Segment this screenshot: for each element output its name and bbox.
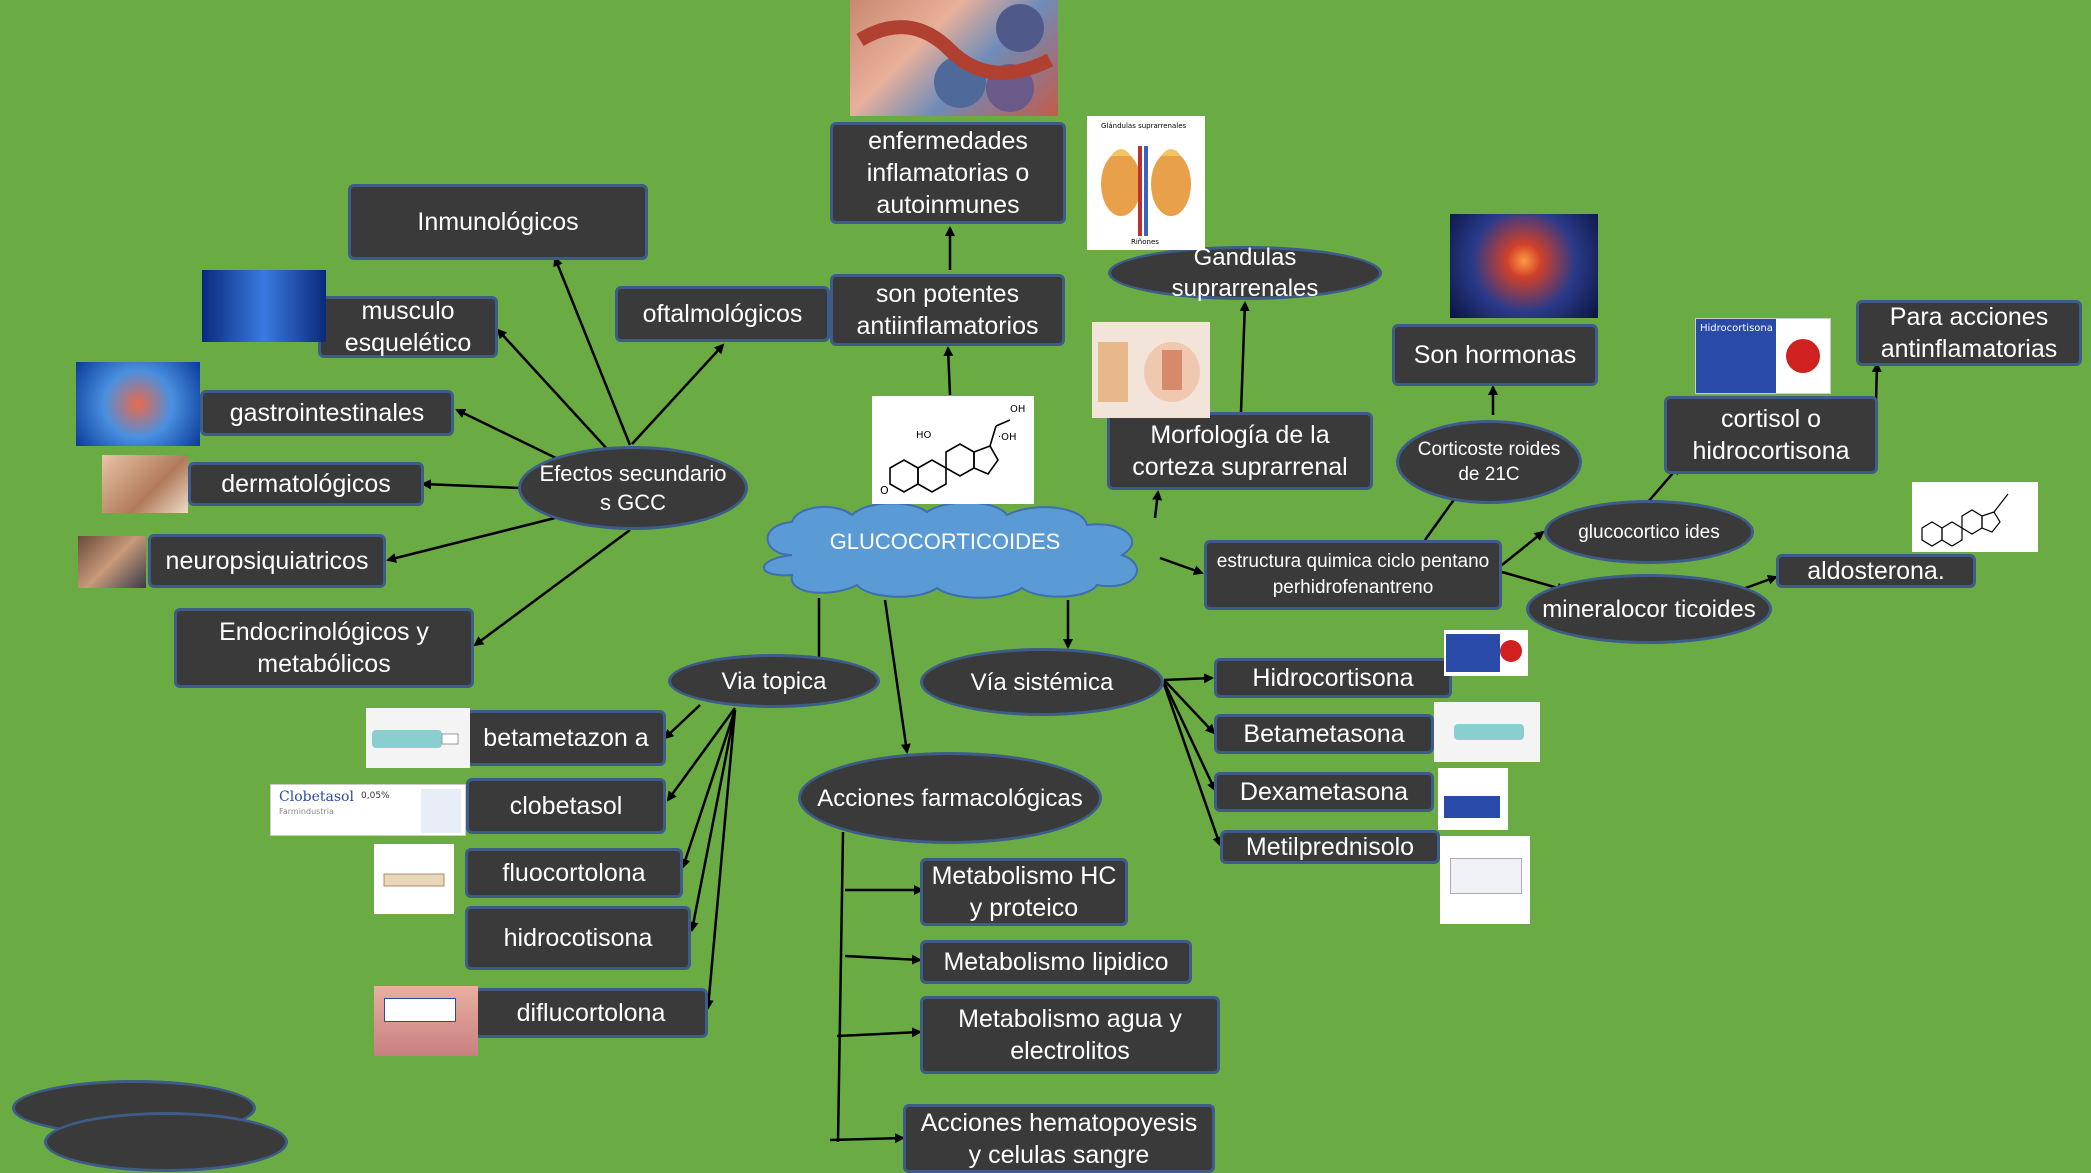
methylprednisolone-box: Metilprednisolo [1220, 830, 1440, 864]
musculoskeletal-image [202, 270, 326, 342]
aldosterone-box: aldosterona. [1776, 554, 1976, 588]
cortisol-box: cortisol o hidrocortisona [1664, 396, 1878, 474]
adrenal-morphology-box: Morfología de la corteza suprarrenal [1107, 412, 1373, 490]
endocrine-box: Endocrinológicos y metabólicos [174, 608, 474, 688]
pharmacologic-actions-oval: Acciones farmacológicas [798, 752, 1102, 844]
topical-route-oval: Via topica [668, 654, 880, 708]
dermatologic-box: dermatológicos [188, 462, 424, 506]
lipid-metabolism-box: Metabolismo lipidico [920, 940, 1192, 984]
clobetasol-image-sub: Farmindustria [279, 807, 334, 816]
central-topic: GLUCOCORTICOIDES [829, 529, 1061, 554]
central-cloud [762, 501, 1138, 599]
betamethasone-systemic-box: Betametasona [1214, 714, 1434, 754]
svg-text:OH: OH [1010, 404, 1025, 415]
glucocorticoids-oval: glucocortico ides [1544, 500, 1754, 564]
ophthalmologic-box: oftalmológicos [615, 286, 830, 342]
neuron-icon [1450, 214, 1598, 318]
inflamed-organs-image [850, 0, 1058, 116]
gastrointestinal-image [76, 362, 200, 446]
immunologic-box: Inmunológicos [348, 184, 648, 260]
medicine-box-icon: Hidrocortisona [1695, 318, 1831, 394]
musculoskeletal-box: musculo esquelético [318, 296, 498, 358]
svg-text:·OH: ·OH [998, 432, 1017, 443]
adrenal-image-caption-bottom: Riñones [1131, 238, 1159, 246]
clobetasol-image-label: Clobetasol [279, 789, 354, 805]
steroid-structure-icon: O HO OH ·OH [872, 396, 1034, 504]
gastrointestinal-box: gastrointestinales [200, 390, 454, 436]
fluocortolone-box: fluocortolona [465, 848, 683, 898]
carb-protein-metabolism-box: Metabolismo HC y proteico [920, 858, 1128, 926]
neuropsychiatric-box: neuropsiquiatricos [148, 534, 386, 588]
clobetasol-box-image: Clobetasol 0,05% Farmindustria [270, 784, 466, 836]
dexamethasone-box: Dexametasona [1214, 772, 1434, 812]
cream-tube-icon [366, 708, 470, 768]
hydrocortisone-topical-box: hidrocotisona [465, 906, 691, 970]
clobetasol-image-pct: 0,05% [361, 791, 390, 801]
adrenal-gland-icon: Glándulas suprarrenales Riñones [1087, 116, 1205, 250]
systemic-route-oval: Vía sistémica [920, 648, 1164, 716]
svg-text:HO: HO [916, 430, 932, 441]
medicine-box-label: Hidrocortisona [1700, 323, 1773, 334]
hormones-box: Son hormonas [1392, 324, 1598, 386]
fluocortolone-image [374, 844, 454, 914]
chemical-structure-box: estructura quimica ciclo pentano perhidr… [1204, 540, 1502, 610]
diflucortolone-box: diflucortolona [474, 988, 708, 1038]
water-electrolyte-box: Metabolismo agua y electrolitos [920, 996, 1220, 1074]
antiinflammatory-actions-box: Para acciones antinflamatorias [1856, 300, 2082, 366]
hydrocortisone-box-image [1444, 630, 1528, 676]
hydrocortisone-systemic-box: Hidrocortisona [1214, 658, 1452, 698]
inflammatory-diseases-box: enfermedades inflamatorias o autoinmunes [830, 122, 1066, 224]
mineralocorticoids-oval: mineralocor ticoides [1526, 574, 1772, 644]
clobetasol-box: clobetasol [466, 778, 666, 834]
hematopoiesis-box: Acciones hematopoyesis y celulas sangre [903, 1104, 1215, 1173]
aldosterone-structure-icon [1912, 482, 2038, 552]
adrenal-cortex-image [1092, 322, 1210, 418]
betamethasone-tube-image [1434, 702, 1540, 762]
dexamethasone-box-image [1438, 768, 1508, 830]
potent-antiinflammatory-box: son potentes antiinflamatorios [830, 274, 1065, 346]
empty-oval-2 [44, 1112, 288, 1172]
diflucortolone-image [374, 986, 478, 1056]
adrenal-glands-oval: Gandulas suprarrenales [1108, 244, 1382, 302]
corticosteroids-21c-oval: Corticoste roides de 21C [1396, 420, 1582, 504]
neuropsychiatric-image [78, 536, 146, 588]
methylprednisolone-box-image [1440, 836, 1530, 924]
dermatologic-image [102, 455, 188, 513]
adrenal-image-caption-top: Glándulas suprarrenales [1101, 122, 1187, 130]
effects-hub: Efectos secundario s GCC [518, 446, 748, 530]
betamethasone-topical-box: betametazon a [466, 710, 666, 766]
svg-text:O: O [880, 484, 889, 497]
